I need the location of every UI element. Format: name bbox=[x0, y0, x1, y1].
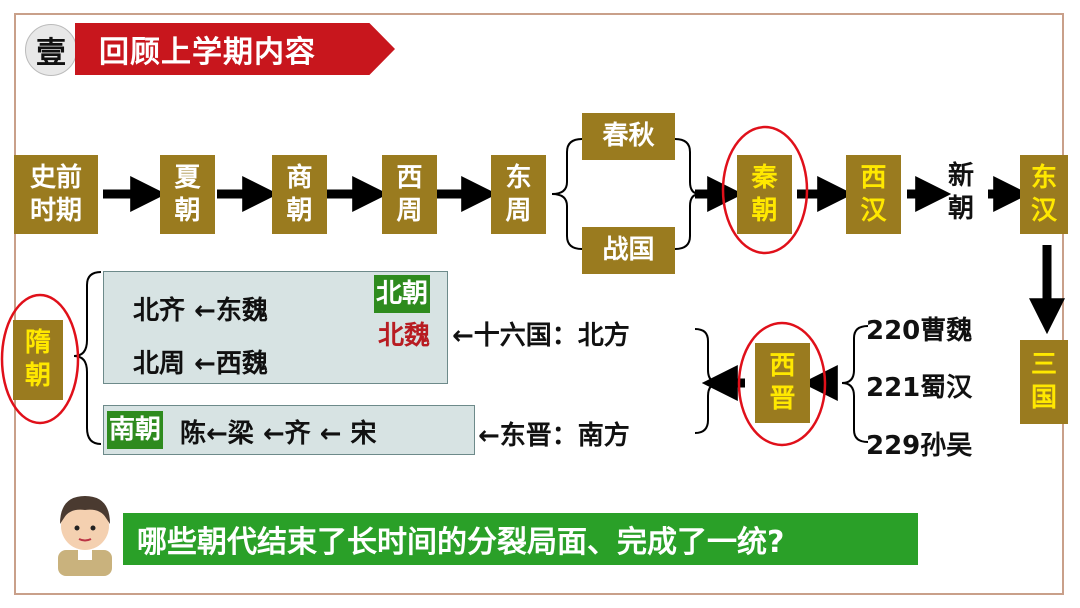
node-qin-line2: 朝 bbox=[751, 195, 778, 226]
node-shang: 商朝 bbox=[272, 155, 327, 234]
node-prehistoric-line1: 史前 bbox=[29, 162, 82, 193]
node-prehistoric-line2: 时期 bbox=[29, 195, 82, 226]
three-kingdoms-cao-wei: 220曹魏 bbox=[866, 316, 973, 346]
node-western-han-line1: 西 bbox=[860, 162, 887, 193]
bracket-sui bbox=[73, 271, 102, 445]
node-western-zhou-line2: 周 bbox=[396, 195, 423, 226]
node-xin-line1: 新 bbox=[947, 161, 974, 191]
node-three-kingdoms: 三国 bbox=[1020, 340, 1068, 424]
node-zhanguo: 战国 bbox=[582, 227, 675, 274]
section-title-banner: 回顾上学期内容 bbox=[75, 23, 395, 75]
node-xia: 夏朝 bbox=[160, 155, 215, 234]
node-shang-line1: 商 bbox=[286, 162, 313, 193]
section-number-badge: 壹 bbox=[25, 24, 77, 76]
node-sui-line2: 朝 bbox=[24, 361, 51, 391]
node-xia-line1: 夏 bbox=[174, 162, 201, 193]
node-eastern-zhou: 东周 bbox=[491, 155, 546, 234]
node-zhanguo-label: 战国 bbox=[602, 235, 655, 265]
node-western-zhou-line1: 西 bbox=[396, 162, 423, 193]
node-eastern-han: 东汉 bbox=[1020, 155, 1068, 234]
node-qin-line1: 秦 bbox=[751, 162, 778, 193]
northern-wei: 北魏 bbox=[378, 321, 431, 351]
highlight-circle-sui bbox=[0, 293, 80, 425]
node-western-han-line2: 汉 bbox=[860, 195, 887, 226]
node-xin-line2: 朝 bbox=[947, 194, 974, 224]
section-title: 回顾上学期内容 bbox=[99, 35, 316, 70]
node-shang-line2: 朝 bbox=[286, 195, 313, 226]
node-western-jin-line2: 晋 bbox=[769, 384, 796, 414]
question-text: 哪些朝代结束了长时间的分裂局面、完成了一统? bbox=[137, 525, 785, 560]
node-western-zhou: 西周 bbox=[382, 155, 437, 234]
bracket-three-kingdoms bbox=[841, 325, 869, 443]
node-sui-line1: 隋 bbox=[24, 328, 51, 358]
three-kingdoms-sun-wu: 229孙吴 bbox=[866, 431, 973, 461]
node-xia-line2: 朝 bbox=[174, 195, 201, 226]
southern-dynasties-label: 南朝 bbox=[107, 411, 164, 449]
node-eastern-han-line2: 汉 bbox=[1030, 195, 1057, 226]
bracket-chunqiu-zhanguo bbox=[551, 138, 583, 250]
node-eastern-zhou-line1: 东 bbox=[505, 162, 532, 193]
node-western-jin-line1: 西 bbox=[769, 351, 796, 381]
node-sui: 隋朝 bbox=[13, 320, 63, 400]
node-western-han: 西汉 bbox=[846, 155, 901, 234]
north-zhou-row: 北周 ←西魏 bbox=[133, 349, 268, 379]
node-qin: 秦朝 bbox=[737, 155, 792, 234]
node-eastern-zhou-line2: 周 bbox=[505, 195, 532, 226]
node-eastern-han-line1: 东 bbox=[1030, 162, 1057, 193]
northern-dynasties-label: 北朝 bbox=[374, 275, 431, 313]
question-banner: 哪些朝代结束了长时间的分裂局面、完成了一统? bbox=[123, 513, 918, 565]
node-three-kingdoms-line2: 国 bbox=[1030, 383, 1057, 413]
north-path-label: ←十六国：北方 bbox=[452, 321, 630, 351]
student-avatar-icon bbox=[58, 496, 112, 576]
highlight-circle-western-jin bbox=[737, 321, 827, 447]
highlight-circle-qin bbox=[721, 125, 809, 255]
node-western-jin: 西晋 bbox=[755, 343, 810, 423]
node-chunqiu: 春秋 bbox=[582, 113, 675, 160]
three-kingdoms-shu-han: 221蜀汉 bbox=[866, 373, 973, 403]
north-qi-row: 北齐 ←东魏 bbox=[133, 296, 268, 326]
node-chunqiu-label: 春秋 bbox=[602, 121, 655, 151]
southern-dynasties-panel bbox=[103, 405, 475, 455]
southern-dynasties-sequence: 陈←梁 ←齐 ← 宋 bbox=[180, 419, 377, 449]
node-xin: 新 朝 bbox=[940, 160, 982, 226]
bracket-jin-split bbox=[694, 328, 721, 434]
node-prehistoric: 史前时期 bbox=[14, 155, 98, 234]
node-three-kingdoms-line1: 三 bbox=[1030, 350, 1057, 380]
south-path-label: ←东晋：南方 bbox=[478, 421, 630, 451]
